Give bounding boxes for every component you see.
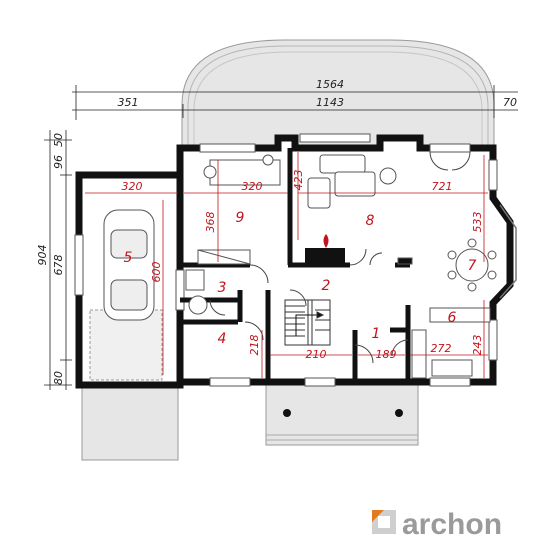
dim-top-total: 1564: [316, 78, 344, 91]
dim-left-top-b: 50: [52, 133, 65, 147]
terrace: [181, 39, 495, 149]
dim-room9-depth: 368: [204, 212, 217, 233]
dim-stair-width: 210: [306, 348, 327, 361]
column-right: [395, 409, 403, 417]
dim-left-bottom: 80: [52, 371, 65, 385]
room-label-9: 9: [236, 210, 245, 226]
dim-left-top-a: 96: [52, 155, 65, 169]
column-left: [283, 409, 291, 417]
staircase: [284, 299, 331, 346]
dim-kitchen-width: 272: [431, 342, 452, 355]
dim-garage-length: 600: [150, 262, 163, 283]
room-label-6: 6: [448, 310, 457, 326]
dim-living-right: 533: [471, 212, 484, 233]
dim-top-main: 1143: [316, 96, 344, 109]
archon-logo: archon: [372, 508, 502, 541]
driveway: [81, 384, 179, 461]
doors: [209, 151, 471, 364]
room-label-5: 5: [124, 250, 133, 266]
furniture: [185, 154, 497, 379]
dim-top-right: 70: [503, 96, 517, 109]
dim-living-width: 721: [432, 180, 453, 193]
inner-dimension-lines: [85, 152, 488, 378]
logo-wordmark: archon: [402, 508, 502, 541]
room-label-1: 1: [372, 326, 381, 342]
room-label-3: 3: [218, 280, 227, 296]
windows: [74, 133, 498, 387]
dim-top-left: 351: [118, 96, 139, 109]
car: [103, 209, 155, 321]
interior-walls: [180, 148, 411, 382]
dim-hall-depth: 218: [248, 335, 261, 356]
room-label-2: 2: [322, 278, 331, 294]
outer-dimension-lines: [44, 85, 518, 390]
room-label-7: 7: [468, 258, 477, 274]
room-label-4: 4: [218, 331, 227, 347]
dim-left-total: 904: [36, 245, 49, 266]
dim-room9-width: 320: [242, 180, 263, 193]
room-label-8: 8: [366, 213, 375, 229]
dim-kitchen-depth: 243: [471, 335, 484, 356]
dim-left-main: 678: [52, 255, 65, 276]
dim-room1-width: 189: [376, 348, 397, 361]
dim-garage-width: 320: [122, 180, 143, 193]
fireplace: [305, 234, 345, 264]
dim-living-depth: 423: [292, 170, 305, 191]
